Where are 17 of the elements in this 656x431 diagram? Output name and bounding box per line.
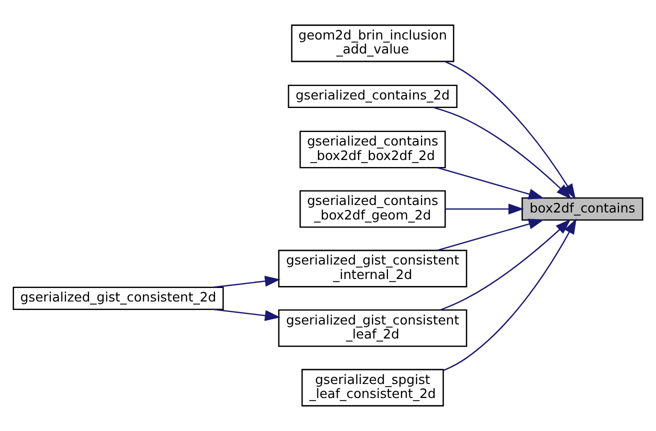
arrow	[437, 167, 544, 200]
node-box: gserialized_gist_consistent _leaf_2d	[278, 309, 468, 347]
node-box: gserialized_gist_consistent_2d	[12, 286, 224, 310]
arrow	[437, 218, 544, 252]
arrow	[445, 204, 524, 214]
arrow	[433, 106, 572, 200]
arrow	[212, 308, 280, 321]
node-box: gserialized_contains_2d	[288, 84, 458, 108]
arrow	[440, 219, 571, 311]
arrow	[443, 218, 576, 372]
node-box: gserialized_contains _box2df_box2df_2d	[300, 130, 446, 168]
node-box: box2df_contains	[522, 197, 644, 221]
node-box: gserialized_spgist _leaf_consistent_2d	[301, 368, 444, 406]
node-box: gserialized_contains _box2df_geom_2d	[300, 190, 446, 228]
node-box: geom2d_brin_inclusion _add_value	[291, 24, 454, 62]
node-box: gserialized_gist_consistent _internal_2d	[278, 250, 468, 288]
arrow	[212, 276, 280, 288]
